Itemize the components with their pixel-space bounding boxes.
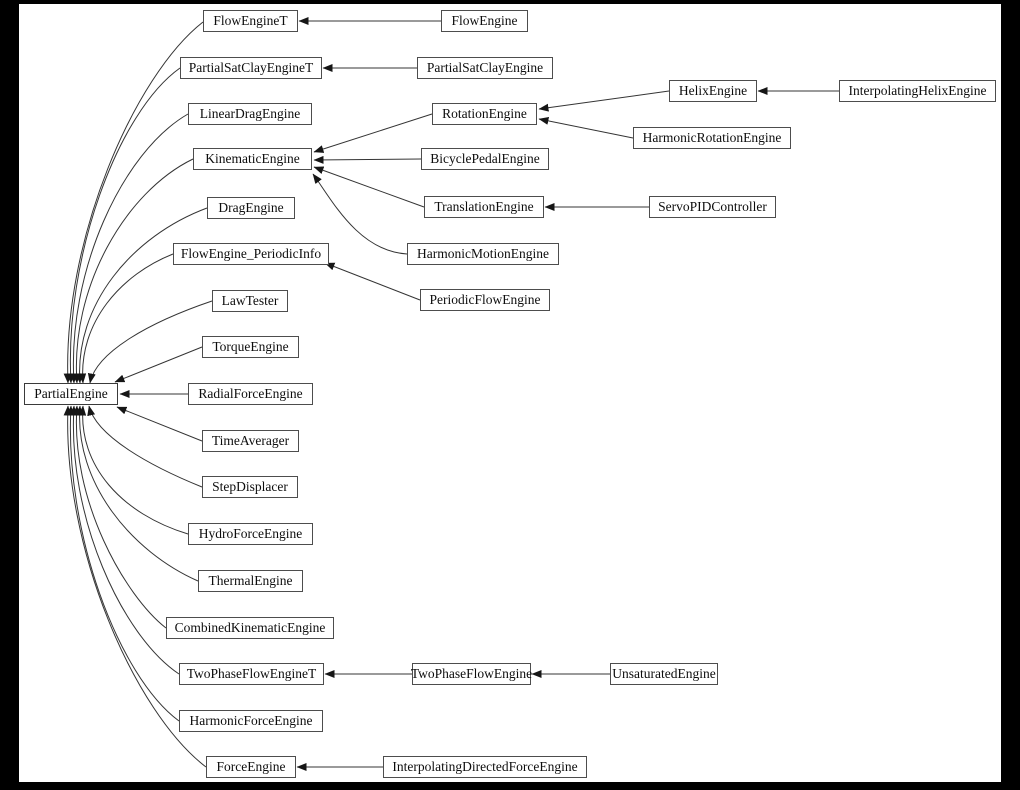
node-lineardragengine[interactable]: LinearDragEngine xyxy=(188,103,312,125)
edge-harmonicrotationengine-rotationengine xyxy=(538,116,634,139)
edge-combinedkinematicengine-partialengine xyxy=(72,405,167,629)
node-interpolatinghelixengine[interactable]: InterpolatingHelixEngine xyxy=(839,80,996,102)
edge-timeaverager-partialengine xyxy=(116,406,203,442)
node-torqueengine[interactable]: TorqueEngine xyxy=(202,336,299,358)
edge-twophaseflowenginet-partialengine xyxy=(69,405,180,675)
edge-thermalengine-partialengine xyxy=(75,405,199,582)
edge-harmonicforceengine-partialengine xyxy=(66,405,180,722)
node-thermalengine[interactable]: ThermalEngine xyxy=(198,570,303,592)
node-partialengine[interactable]: PartialEngine xyxy=(24,383,118,405)
edge-flowenginet-partialengine xyxy=(63,21,204,384)
node-servopidcontroller[interactable]: ServoPIDController xyxy=(649,196,776,218)
edge-rotationengine-kinematicengine xyxy=(313,113,433,153)
edge-translationengine-kinematicengine xyxy=(313,166,425,208)
edge-flowengine_periodicinfo-partialengine xyxy=(78,253,174,384)
diagram-canvas xyxy=(19,4,1001,782)
node-unsaturatedengine[interactable]: UnsaturatedEngine xyxy=(610,663,718,685)
node-flowenginet[interactable]: FlowEngineT xyxy=(203,10,298,32)
node-harmonicforceengine[interactable]: HarmonicForceEngine xyxy=(179,710,323,732)
node-flowengine_periodicinfo[interactable]: FlowEngine_PeriodicInfo xyxy=(173,243,329,265)
edge-lineardragengine-partialengine xyxy=(69,113,189,384)
node-dragengine[interactable]: DragEngine xyxy=(207,197,295,219)
node-partialsatclayengine[interactable]: PartialSatClayEngine xyxy=(417,57,553,79)
edge-bicyclepedalengine-kinematicengine xyxy=(313,155,422,164)
node-harmonicrotationengine[interactable]: HarmonicRotationEngine xyxy=(633,127,791,149)
node-hydroforceengine[interactable]: HydroForceEngine xyxy=(188,523,313,545)
node-partialsatclayenginet[interactable]: PartialSatClayEngineT xyxy=(180,57,322,79)
edge-lawtester-partialengine xyxy=(87,300,213,384)
node-forceengine[interactable]: ForceEngine xyxy=(206,756,296,778)
node-bicyclepedalengine[interactable]: BicyclePedalEngine xyxy=(421,148,549,170)
edge-kinematicengine-partialengine xyxy=(72,158,194,384)
node-rotationengine[interactable]: RotationEngine xyxy=(432,103,537,125)
node-twophaseflowenginet[interactable]: TwoPhaseFlowEngineT xyxy=(179,663,324,685)
node-timeaverager[interactable]: TimeAverager xyxy=(202,430,299,452)
node-kinematicengine[interactable]: KinematicEngine xyxy=(193,148,312,170)
node-harmonicmotionengine[interactable]: HarmonicMotionEngine xyxy=(407,243,559,265)
node-lawtester[interactable]: LawTester xyxy=(212,290,288,312)
node-radialforceengine[interactable]: RadialForceEngine xyxy=(188,383,313,405)
edge-harmonicmotionengine-kinematicengine xyxy=(312,173,408,255)
edge-partialsatclayenginet-partialengine xyxy=(66,67,181,384)
node-interpolatingdirectedforceengine[interactable]: InterpolatingDirectedForceEngine xyxy=(383,756,587,778)
node-stepdisplacer[interactable]: StepDisplacer xyxy=(202,476,298,498)
edge-stepdisplacer-partialengine xyxy=(87,405,203,488)
node-translationengine[interactable]: TranslationEngine xyxy=(424,196,544,218)
edge-helixengine-rotationengine xyxy=(538,90,670,112)
node-periodicflowengine[interactable]: PeriodicFlowEngine xyxy=(420,289,550,311)
edge-torqueengine-partialengine xyxy=(114,346,203,383)
edge-forceengine-partialengine xyxy=(63,405,207,768)
edge-periodicflowengine-flowengine_periodicinfo xyxy=(324,262,421,301)
node-combinedkinematicengine[interactable]: CombinedKinematicEngine xyxy=(166,617,334,639)
node-flowengine[interactable]: FlowEngine xyxy=(441,10,528,32)
node-helixengine[interactable]: HelixEngine xyxy=(669,80,757,102)
node-twophaseflowengine[interactable]: TwoPhaseFlowEngine xyxy=(411,663,532,685)
edge-hydroforceengine-partialengine xyxy=(78,405,189,535)
edge-dragengine-partialengine xyxy=(75,207,208,384)
